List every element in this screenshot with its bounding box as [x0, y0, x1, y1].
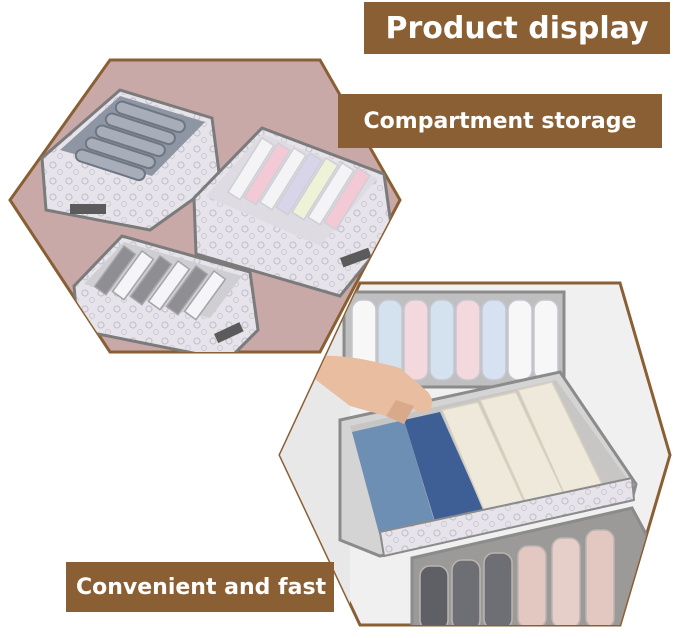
organizer-box-large [40, 88, 222, 232]
drawer-middle-row [338, 370, 638, 558]
organizer-box-medium [192, 126, 394, 298]
banner-compartment-storage-text: Compartment storage [363, 108, 637, 134]
drawer-with-hand-photo [278, 281, 672, 627]
drawer-front-row [410, 506, 662, 625]
banner-compartment-storage: Compartment storage [338, 94, 662, 148]
organizer-box-small [72, 234, 260, 352]
three-organizers-photo [8, 58, 402, 354]
hand-picking-jeans [290, 355, 433, 424]
banner-product-display-text: Product display [385, 10, 649, 46]
banner-convenient-fast: Convenient and fast [66, 562, 334, 612]
banner-product-display: Product display [364, 2, 670, 54]
banner-convenient-fast-text: Convenient and fast [76, 574, 327, 600]
